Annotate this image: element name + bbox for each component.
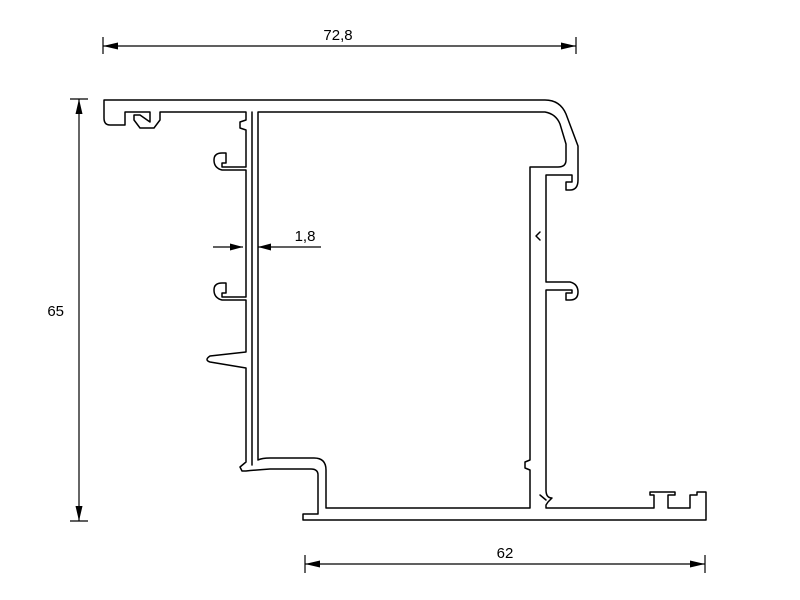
arrowhead-wall-right: [258, 243, 271, 251]
arrowhead-bottom: [75, 506, 83, 521]
dimension-label-wall-thickness: 1,8: [295, 228, 316, 245]
arrowhead-left: [103, 42, 118, 50]
profile-outer-contour: [103, 99, 707, 521]
dimension-top-width: 72,8: [102, 27, 577, 54]
profile-notch-right: [535, 231, 541, 241]
arrowhead-bottom-left: [305, 560, 320, 568]
dimension-label-top-width: 72,8: [323, 27, 352, 44]
dimension-wall-thickness: 1,8: [213, 228, 321, 251]
profile-inner-cavity: [257, 111, 567, 509]
arrowhead-right: [561, 42, 576, 50]
arrowhead-top: [75, 99, 83, 114]
arrowhead-bottom-right: [690, 560, 705, 568]
dimension-label-bottom-width: 62: [497, 545, 514, 562]
dimension-height: 65: [47, 98, 88, 522]
dimension-bottom-width: 62: [304, 545, 706, 573]
aluminum-profile: [103, 99, 707, 521]
arrowhead-wall-left: [230, 243, 243, 251]
profile-bottom-lip: [539, 494, 547, 501]
dimension-label-height: 65: [47, 303, 64, 320]
